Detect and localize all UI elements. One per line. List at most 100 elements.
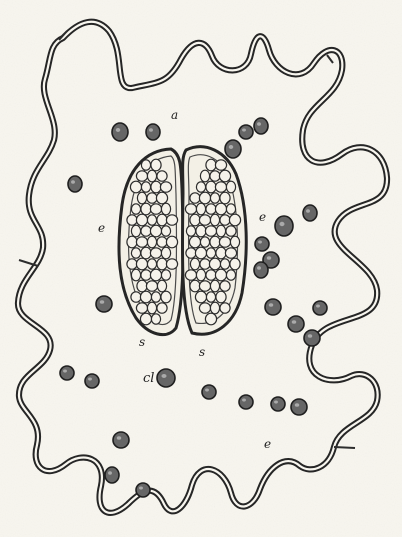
- inner-cell: [141, 203, 151, 215]
- inner-cell: [157, 280, 166, 292]
- inner-cell: [215, 160, 226, 170]
- granule: [146, 124, 160, 140]
- inner-cell: [161, 291, 171, 303]
- inner-cell: [140, 313, 151, 325]
- inner-cell: [206, 270, 216, 280]
- inner-cell: [151, 181, 161, 193]
- inner-cell: [160, 182, 171, 192]
- inner-cell: [147, 170, 156, 182]
- inner-cell: [206, 181, 216, 193]
- granule-highlight: [269, 303, 273, 307]
- granule: [304, 330, 320, 346]
- granule: [113, 432, 129, 448]
- inner-cell: [131, 204, 140, 214]
- inner-cell: [166, 259, 177, 269]
- granule: [303, 205, 317, 221]
- inner-cell: [199, 192, 210, 204]
- label-a: a: [171, 108, 178, 122]
- granule: [157, 369, 175, 387]
- inner-cell: [220, 215, 230, 225]
- inner-cell: [206, 159, 216, 171]
- inner-cell: [141, 247, 151, 259]
- inner-cell: [136, 258, 147, 270]
- granule-highlight: [306, 209, 310, 213]
- inner-cell: [226, 181, 235, 193]
- inner-cell: [131, 292, 141, 302]
- granule: [225, 140, 241, 158]
- granule-highlight: [229, 145, 233, 149]
- inner-cell: [200, 259, 210, 269]
- inner-cell: [127, 236, 137, 248]
- inner-cell: [157, 214, 167, 226]
- label-e-bottom: e: [264, 437, 271, 451]
- inner-cell: [210, 193, 219, 203]
- granule: [271, 397, 285, 411]
- inner-cell: [199, 303, 210, 313]
- granule-highlight: [116, 128, 120, 132]
- inner-cell: [219, 170, 230, 182]
- inner-cell: [127, 215, 137, 225]
- granule: [202, 385, 216, 399]
- inner-cell: [230, 236, 239, 248]
- inner-cell: [229, 214, 240, 226]
- label-e-right: e: [259, 210, 266, 224]
- inner-cell: [220, 259, 229, 269]
- inner-cell: [161, 226, 170, 236]
- inner-cell: [226, 226, 236, 236]
- granule: [68, 176, 82, 192]
- granule-highlight: [279, 222, 284, 226]
- inner-cell: [146, 281, 157, 291]
- granule-highlight: [71, 180, 75, 184]
- granule: [96, 296, 112, 312]
- inner-cell: [141, 226, 151, 236]
- inner-cell: [190, 193, 200, 203]
- inner-cell: [220, 281, 230, 291]
- inner-cell: [190, 280, 200, 292]
- granule: [255, 237, 269, 251]
- granule-highlight: [242, 128, 246, 131]
- wall-tag-lower-right: [334, 447, 355, 448]
- inner-cell: [199, 215, 210, 225]
- inner-cell: [131, 225, 140, 237]
- granule: [275, 216, 293, 236]
- inner-cell: [130, 181, 141, 193]
- inner-cell: [151, 314, 160, 324]
- granule: [60, 366, 74, 380]
- inner-cell: [136, 237, 147, 247]
- inner-cell: [206, 248, 215, 258]
- label-s-right: s: [199, 345, 205, 359]
- inner-cell: [210, 236, 220, 248]
- granule-highlight: [100, 300, 104, 304]
- inner-cell: [137, 280, 147, 292]
- inner-cell: [161, 247, 170, 259]
- inner-cell: [206, 292, 215, 302]
- granule-highlight: [316, 304, 320, 307]
- inner-cell: [196, 225, 206, 237]
- inner-cell: [189, 236, 200, 248]
- inner-cell: [161, 203, 170, 215]
- inner-cell: [195, 291, 206, 303]
- inner-cell: [215, 203, 226, 215]
- inner-cell: [210, 280, 219, 292]
- granule-highlight: [139, 486, 143, 489]
- granule-highlight: [161, 374, 166, 378]
- granule: [313, 301, 327, 315]
- inner-cell: [199, 281, 210, 291]
- granule: [136, 483, 150, 497]
- granule-highlight: [257, 266, 261, 270]
- inner-cell: [200, 170, 209, 182]
- inner-cell: [225, 248, 236, 258]
- inner-cell: [151, 159, 161, 171]
- inner-cell: [210, 302, 219, 314]
- granule-highlight: [295, 403, 299, 407]
- inner-cell: [215, 182, 226, 192]
- granule: [288, 316, 304, 332]
- granule-highlight: [149, 128, 153, 132]
- inner-cell: [131, 248, 140, 258]
- inner-cell: [147, 215, 156, 225]
- inner-cell: [185, 204, 196, 214]
- granule: [254, 118, 268, 134]
- inner-cell: [186, 248, 196, 258]
- granule: [291, 399, 307, 415]
